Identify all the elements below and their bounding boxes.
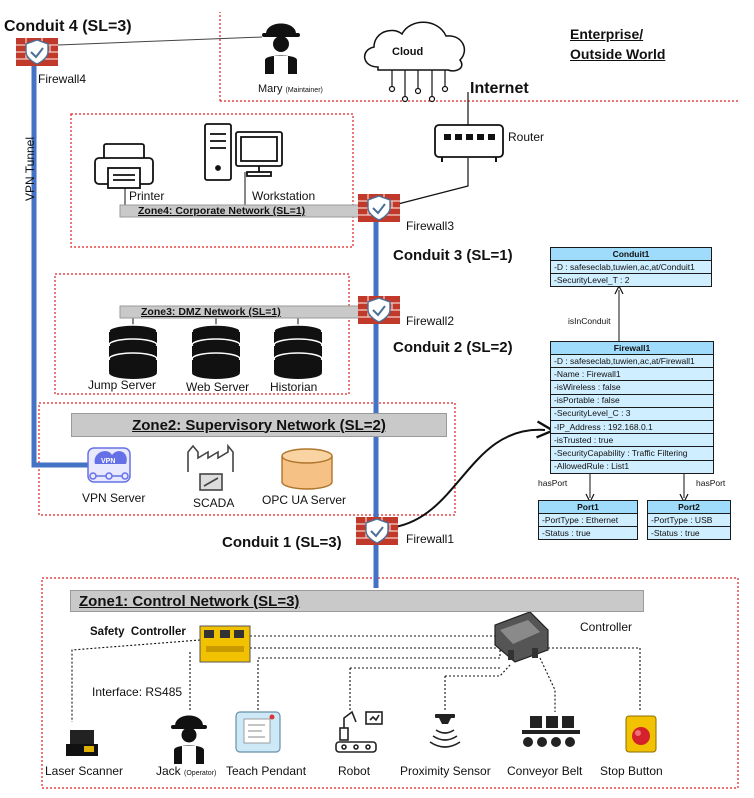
firewall3-label: Firewall3	[406, 219, 455, 233]
conveyor-belt-label: Conveyor Belt	[507, 764, 583, 778]
scada-label: SCADA	[193, 496, 235, 510]
uml-port2-row: -PortType : USB	[651, 514, 713, 525]
scada-icon	[187, 443, 234, 491]
historian-icon	[273, 324, 323, 379]
uml-firewall1-row: -isTrusted : true	[551, 433, 713, 446]
router-label: Router	[508, 130, 545, 144]
has-port-right-label: hasPort	[696, 478, 726, 488]
uml-firewall1-row: -isWireless : false	[551, 380, 713, 393]
conduit2-label: Conduit 2 (SL=2)	[393, 339, 513, 356]
printer-icon	[94, 143, 154, 189]
uml-firewall1-title: Firewall1	[551, 342, 713, 355]
uml-firewall1-row: -IP_Address : 192.168.0.1	[551, 420, 713, 433]
internet-label: Internet	[470, 80, 529, 97]
firewall1-uml-link	[394, 430, 545, 528]
controller-icon	[494, 611, 549, 663]
uml-port1-row: -Status : true	[539, 526, 637, 539]
vpn-server-icon: VPN	[87, 447, 131, 483]
vpn-server-label: VPN Server	[82, 491, 146, 505]
uml-port1-box: Port1 -PortType : Ethernet -Status : tru…	[538, 500, 638, 541]
jack-worker-icon	[171, 715, 207, 764]
vpn-tunnel-line	[31, 48, 88, 468]
conveyor-belt-icon	[522, 716, 580, 747]
teach-pendant-icon	[235, 711, 281, 753]
laser-scanner-icon	[66, 730, 98, 756]
uml-firewall1-row: -isPortable : false	[551, 393, 713, 407]
teach-pendant-label: Teach Pendant	[226, 764, 307, 778]
zone1-title: Zone1: Control Network (SL=3)	[70, 590, 644, 612]
vpn-tunnel-label: VPN Tunnel	[23, 136, 37, 202]
uml-port1-row: -PortType : Ethernet	[542, 514, 619, 525]
conduit4-label: Conduit 4 (SL=3)	[4, 18, 132, 35]
zone4-title: Zone4: Corporate Network (SL=1)	[138, 205, 306, 217]
conduit3-label: Conduit 3 (SL=1)	[393, 247, 513, 264]
stop-button-label: Stop Button	[600, 764, 663, 778]
zone2-title: Zone2: Supervisory Network (SL=2)	[71, 413, 447, 437]
has-port-left-label: hasPort	[538, 478, 568, 488]
firewall2-label: Firewall2	[406, 314, 455, 328]
zone1-border	[41, 577, 739, 789]
robot-icon	[335, 710, 383, 753]
uml-firewall1-row: -Name : Firewall1	[551, 367, 713, 380]
mary-name: Mary (Maintainer)	[258, 83, 323, 95]
safety-controller-label: Safety Controller	[90, 626, 186, 638]
uml-firewall1-row: -D : safeseclab,tuwien,ac,at/Firewall1	[554, 355, 695, 366]
uml-conduit1-box: Conduit1 -D : safeseclab,tuwien,ac,at/Co…	[550, 247, 712, 288]
zone3-title: Zone3: DMZ Network (SL=1)	[141, 306, 281, 318]
jump-server-icon	[108, 324, 158, 379]
workstation-icon	[204, 123, 283, 181]
uml-port2-title: Port2	[648, 501, 730, 514]
svg-text:VPN: VPN	[101, 458, 115, 465]
uml-firewall1-row: -SecurityLevel_C : 3	[551, 406, 713, 420]
enterprise-title: Enterprise/ Outside World	[570, 26, 666, 62]
zone4-border	[70, 113, 354, 248]
uml-conduit1-row: -D : safeseclab,tuwien,ac,at/Conduit1	[554, 261, 695, 272]
cloud-label: Cloud	[392, 46, 424, 58]
printer-label: Printer	[129, 189, 165, 203]
zone3-border	[54, 273, 350, 395]
firewall4-label: Firewall4	[38, 72, 87, 86]
jump-server-label: Jump Server	[88, 378, 157, 392]
firewall4-icon	[16, 36, 58, 68]
laser-scanner-label: Laser Scanner	[45, 764, 124, 778]
uml-firewall1-row: -SecurityCapability : Traffic Filtering	[551, 446, 713, 459]
workstation-label: Workstation	[252, 189, 316, 203]
mary-worker-icon	[262, 23, 300, 74]
cloud-icon	[364, 21, 466, 72]
robot-label: Robot	[338, 764, 371, 778]
uml-port1-title: Port1	[539, 501, 637, 514]
uml-firewall1-row: -AllowedRule : List1	[551, 459, 713, 473]
proximity-sensor-label: Proximity Sensor	[400, 764, 491, 778]
uml-port2-box: Port2 -PortType : USB -Status : true	[647, 500, 731, 541]
jack-label: Jack (Operator)	[156, 764, 217, 778]
conduit1-label: Conduit 1 (SL=3)	[222, 534, 342, 551]
stop-button-icon	[625, 715, 657, 753]
web-server-label: Web Server	[186, 380, 250, 394]
is-in-conduit-label: isInConduit	[568, 316, 611, 326]
opc-ua-server-icon	[281, 448, 333, 490]
proximity-sensor-icon	[429, 714, 461, 748]
firewall1-label: Firewall1	[406, 532, 455, 546]
opc-ua-server-label: OPC UA Server	[262, 493, 347, 507]
firewall3-icon	[358, 192, 400, 224]
controller-label: Controller	[580, 620, 633, 634]
interface-label: Interface: RS485	[92, 685, 183, 699]
router-icon	[434, 124, 504, 162]
enterprise-zone-border	[219, 12, 738, 102]
uml-conduit1-row: -SecurityLevel_T : 2	[551, 273, 711, 286]
web-server-icon	[191, 324, 241, 379]
uml-conduit1-title: Conduit1	[551, 248, 711, 261]
uml-firewall1-box: Firewall1 -D : safeseclab,tuwien,ac,at/F…	[550, 341, 714, 474]
zone2-border	[38, 402, 456, 516]
safety-controller-icon	[199, 625, 251, 663]
uml-port2-row: -Status : true	[648, 526, 730, 539]
historian-label: Historian	[270, 380, 318, 394]
firewall1-icon	[356, 515, 398, 547]
firewall2-icon	[358, 294, 400, 326]
